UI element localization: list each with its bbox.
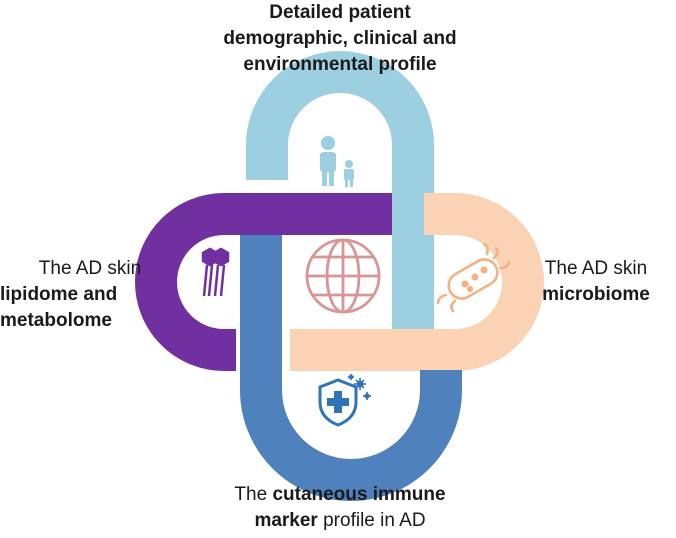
left-loop bbox=[135, 193, 392, 371]
label-lipidome: The AD skin lipidome and metabolome bbox=[0, 256, 180, 334]
label-immune-marker: The cutaneous immune marker profile in A… bbox=[170, 482, 510, 534]
label-bottom-line-1-plain: The bbox=[234, 484, 273, 505]
label-right-line-2-bold: microbiome bbox=[542, 284, 650, 305]
globe-icon bbox=[305, 238, 381, 314]
label-right-line-1: The AD skin bbox=[544, 258, 648, 279]
label-left-line-1: The AD skin bbox=[38, 258, 142, 279]
label-top-line-2: demographic, clinical and bbox=[223, 28, 457, 49]
label-microbiome: The AD skin microbiome bbox=[520, 256, 672, 308]
label-bottom-line-2-plain: profile in AD bbox=[317, 510, 426, 531]
label-left-line-2: lipidome and bbox=[0, 282, 180, 308]
label-bottom-line-1-bold: cutaneous immune bbox=[272, 484, 446, 505]
label-bottom-line-2-bold: marker bbox=[254, 510, 318, 531]
label-top-line-1: Detailed patient bbox=[269, 2, 411, 23]
lipid-molecule-icon bbox=[201, 247, 230, 297]
label-left-line-3: metabolome bbox=[0, 308, 180, 334]
top-loop bbox=[246, 51, 434, 330]
label-patient-profile: Detailed patient demographic, clinical a… bbox=[150, 0, 530, 78]
bacteria-icon bbox=[436, 242, 511, 313]
label-bottom-line-2: marker profile in AD bbox=[170, 508, 510, 534]
label-bottom-line-1: The cutaneous immune bbox=[170, 482, 510, 508]
person-child-icon bbox=[320, 136, 354, 187]
label-top-line-3: environmental profile bbox=[243, 54, 437, 75]
label-left-line-2-bold: lipidome and bbox=[0, 284, 118, 305]
label-right-line-2: microbiome bbox=[520, 282, 672, 308]
bottom-loop bbox=[240, 232, 462, 501]
shield-plus-icon bbox=[318, 374, 371, 427]
label-left-line-3-bold: metabolome bbox=[0, 310, 112, 331]
right-loop bbox=[290, 193, 544, 371]
